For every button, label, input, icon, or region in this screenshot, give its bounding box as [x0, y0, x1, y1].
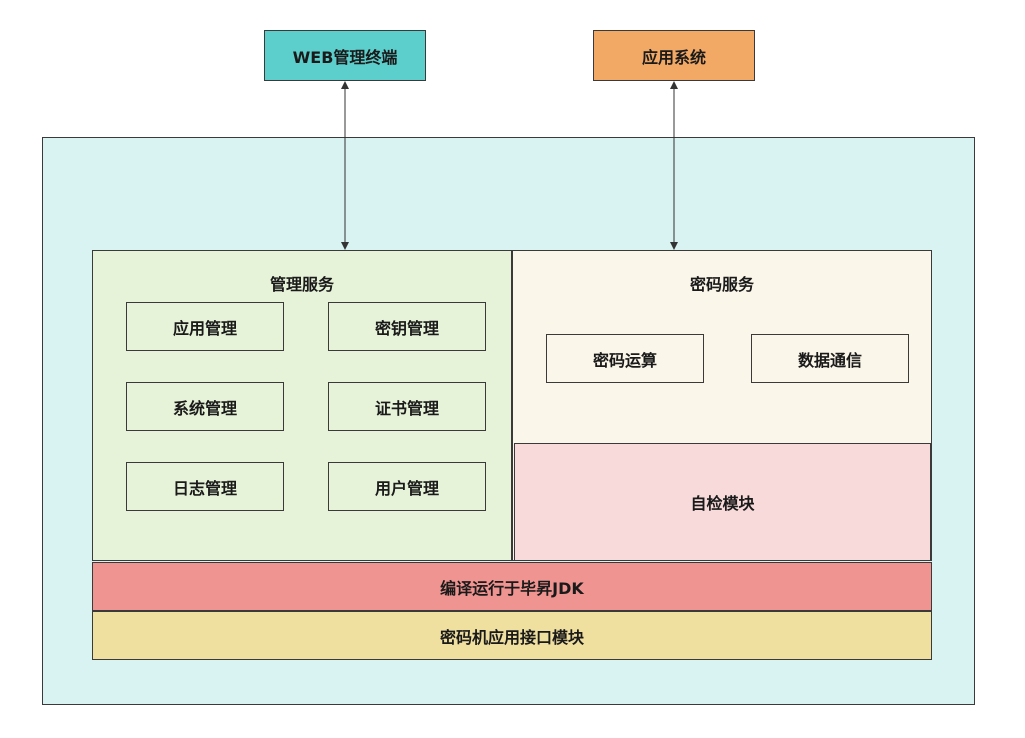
compile-runtime-label: 编译运行于毕昇JDK [440, 578, 584, 598]
crypto-interface-label: 密码机应用接口模块 [439, 627, 584, 647]
web-terminal-label: WEB管理终端 [292, 47, 398, 67]
key-management-label: 密钥管理 [374, 318, 439, 338]
app-management-box: 应用管理 [126, 302, 284, 351]
cert-management-box: 证书管理 [328, 382, 486, 431]
log-management-label: 日志管理 [172, 478, 237, 498]
app-management-label: 应用管理 [172, 318, 237, 338]
user-management-label: 用户管理 [374, 478, 439, 498]
data-communication-label: 数据通信 [797, 350, 862, 370]
app-system-box: 应用系统 [593, 30, 755, 81]
cert-management-label: 证书管理 [374, 398, 439, 418]
data-communication-box: 数据通信 [751, 334, 909, 383]
system-management-box: 系统管理 [126, 382, 284, 431]
app-system-label: 应用系统 [641, 47, 706, 67]
crypto-operation-box: 密码运算 [546, 334, 704, 383]
log-management-box: 日志管理 [126, 462, 284, 511]
key-management-box: 密钥管理 [328, 302, 486, 351]
web-terminal-box: WEB管理终端 [264, 30, 426, 81]
self-test-label: 自检模块 [690, 494, 755, 513]
crypto-operation-label: 密码运算 [592, 350, 657, 370]
compile-runtime-bar: 编译运行于毕昇JDK [92, 562, 932, 611]
user-management-box: 用户管理 [328, 462, 486, 511]
crypto-interface-bar: 密码机应用接口模块 [92, 611, 932, 660]
system-management-label: 系统管理 [172, 398, 237, 418]
crypto-service-title: 密码服务 [689, 275, 754, 294]
self-test-module: 自检模块 [514, 443, 931, 561]
management-service-region: 管理服务 [92, 250, 512, 561]
management-service-title: 管理服务 [269, 275, 334, 294]
